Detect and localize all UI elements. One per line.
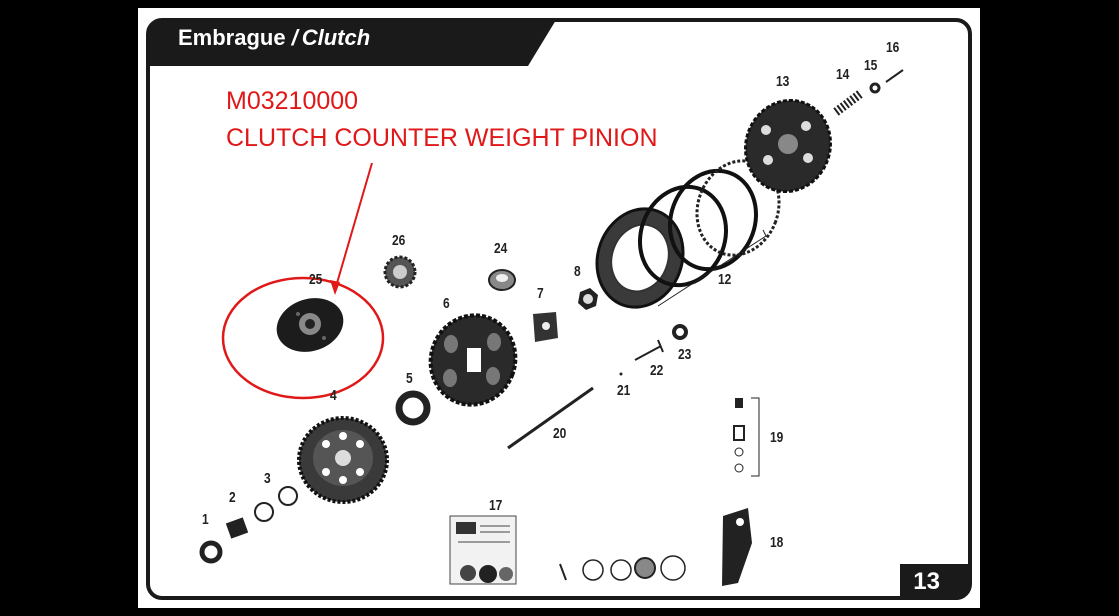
callout-24: 24 bbox=[494, 240, 508, 257]
part-1-washer bbox=[199, 540, 223, 564]
parts-diagram-page: Embrague/Clutch M03210000 CLUTCH COUNTER… bbox=[138, 8, 980, 608]
title-english: Clutch bbox=[301, 25, 371, 50]
callout-7: 7 bbox=[537, 285, 544, 302]
page-title: Embrague/Clutch bbox=[178, 24, 370, 52]
part-18-bracket bbox=[722, 508, 752, 586]
part-25-pinion bbox=[276, 298, 344, 352]
callout-23: 23 bbox=[678, 346, 692, 363]
highlight-arrow-line bbox=[334, 162, 373, 291]
part-21-ball bbox=[619, 372, 623, 376]
callout-6: 6 bbox=[443, 295, 450, 312]
callout-25: 25 bbox=[309, 271, 323, 288]
part-20-pushrod bbox=[507, 386, 594, 450]
part-22-pin bbox=[634, 345, 662, 361]
callout-12: 12 bbox=[718, 271, 732, 288]
callout-16: 16 bbox=[886, 39, 900, 56]
part-17-kit bbox=[449, 515, 517, 585]
part-19-assembly bbox=[733, 397, 760, 477]
part-5-ring bbox=[395, 390, 431, 426]
page-number: 13 bbox=[900, 564, 970, 600]
callout-5: 5 bbox=[406, 370, 413, 387]
part-24-bushing bbox=[488, 269, 516, 291]
callout-21: 21 bbox=[617, 382, 631, 399]
callout-8: 8 bbox=[574, 263, 581, 280]
callout-20: 20 bbox=[553, 425, 567, 442]
part-2-bearing bbox=[225, 517, 249, 539]
annotation-part-name: CLUTCH COUNTER WEIGHT PINION bbox=[226, 124, 658, 152]
part-6-hub bbox=[428, 313, 518, 407]
annotation-part-code: M03210000 bbox=[226, 87, 359, 115]
callout-4: 4 bbox=[330, 387, 337, 404]
exploded-view-drawing bbox=[146, 18, 972, 600]
part-26-gear bbox=[383, 255, 417, 289]
callout-14: 14 bbox=[836, 66, 850, 83]
callout-15: 15 bbox=[864, 57, 878, 74]
callout-19: 19 bbox=[770, 429, 784, 446]
part-23-seal bbox=[672, 324, 688, 340]
part-7-plate bbox=[533, 312, 558, 342]
part-15-washer bbox=[869, 82, 881, 94]
title-spanish: Embrague bbox=[178, 25, 286, 50]
part-12-plate-stack bbox=[595, 159, 781, 309]
part-3-ring bbox=[254, 502, 274, 522]
part-4-basket bbox=[297, 416, 389, 504]
callout-22: 22 bbox=[650, 362, 664, 379]
callout-17: 17 bbox=[489, 497, 503, 514]
part-13-pressure-plate bbox=[744, 98, 832, 194]
callout-3: 3 bbox=[264, 470, 271, 487]
callout-1: 1 bbox=[202, 511, 209, 528]
part-16-bolt bbox=[885, 69, 904, 83]
highlight-arrow-head bbox=[330, 280, 340, 295]
callout-18: 18 bbox=[770, 534, 784, 551]
part-14-spring bbox=[833, 90, 863, 116]
callout-2: 2 bbox=[229, 489, 236, 506]
part-8-nut bbox=[578, 288, 598, 310]
title-separator: / bbox=[291, 25, 298, 50]
callout-26: 26 bbox=[392, 232, 406, 249]
kit-small-parts bbox=[559, 555, 686, 581]
callout-13: 13 bbox=[776, 73, 790, 90]
highlight-circle bbox=[221, 276, 385, 400]
page-frame bbox=[146, 18, 972, 600]
header-bar bbox=[148, 20, 556, 66]
